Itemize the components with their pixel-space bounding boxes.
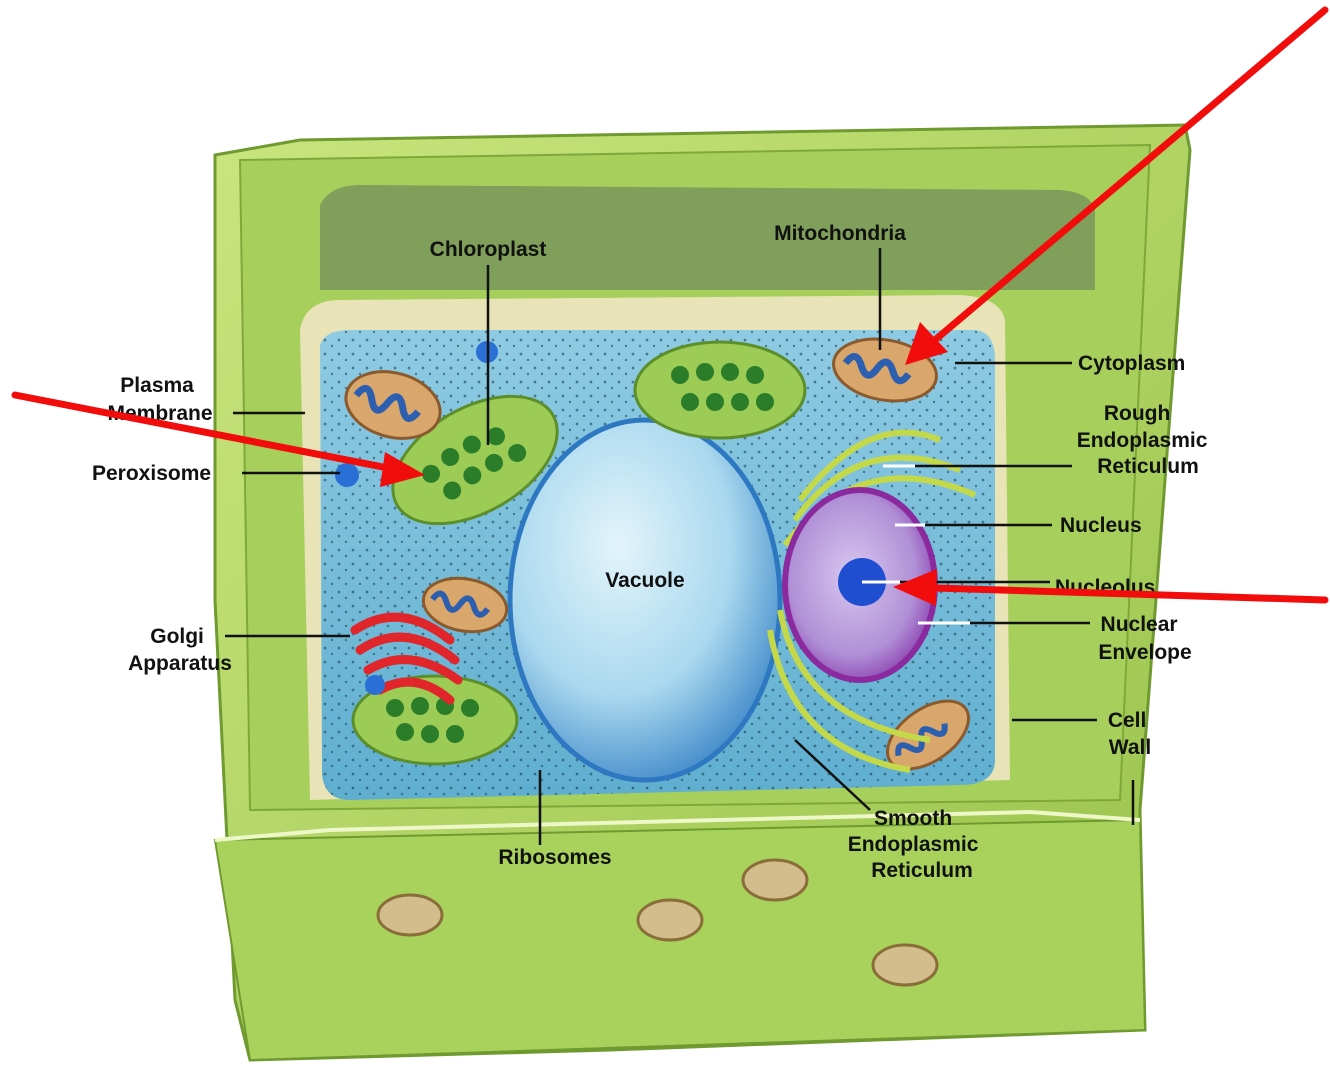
vacuole-shape — [510, 420, 780, 780]
label-cytoplasm: Cytoplasm — [1078, 352, 1185, 375]
label-mitochondria: Mitochondria — [774, 222, 906, 245]
label-smooth-er-line1: Smooth — [874, 807, 952, 830]
label-vacuole: Vacuole — [605, 569, 684, 592]
label-smooth-er-line2: Endoplasmic — [848, 833, 979, 856]
label-plasma-membrane-line1: Plasma — [120, 374, 194, 397]
label-rough-er-line1: Rough — [1104, 402, 1170, 425]
label-nuclear-envelope-line1: Nuclear — [1101, 613, 1178, 636]
peroxisome-shape — [335, 463, 359, 487]
label-nucleus: Nucleus — [1060, 514, 1142, 537]
label-golgi-line1: Golgi — [150, 625, 204, 648]
label-golgi-line2: Apparatus — [128, 652, 232, 675]
label-chloroplast: Chloroplast — [430, 238, 547, 261]
label-cell-wall-line2: Wall — [1109, 736, 1151, 759]
label-nuclear-envelope-line2: Envelope — [1098, 641, 1191, 664]
label-rough-er-line2: Endoplasmic — [1077, 429, 1208, 452]
label-peroxisome: Peroxisome — [92, 462, 211, 485]
label-cell-wall-line1: Cell — [1108, 709, 1147, 732]
label-ribosomes: Ribosomes — [498, 846, 611, 869]
label-rough-er-line3: Reticulum — [1097, 455, 1199, 478]
label-smooth-er-line3: Reticulum — [871, 859, 973, 882]
